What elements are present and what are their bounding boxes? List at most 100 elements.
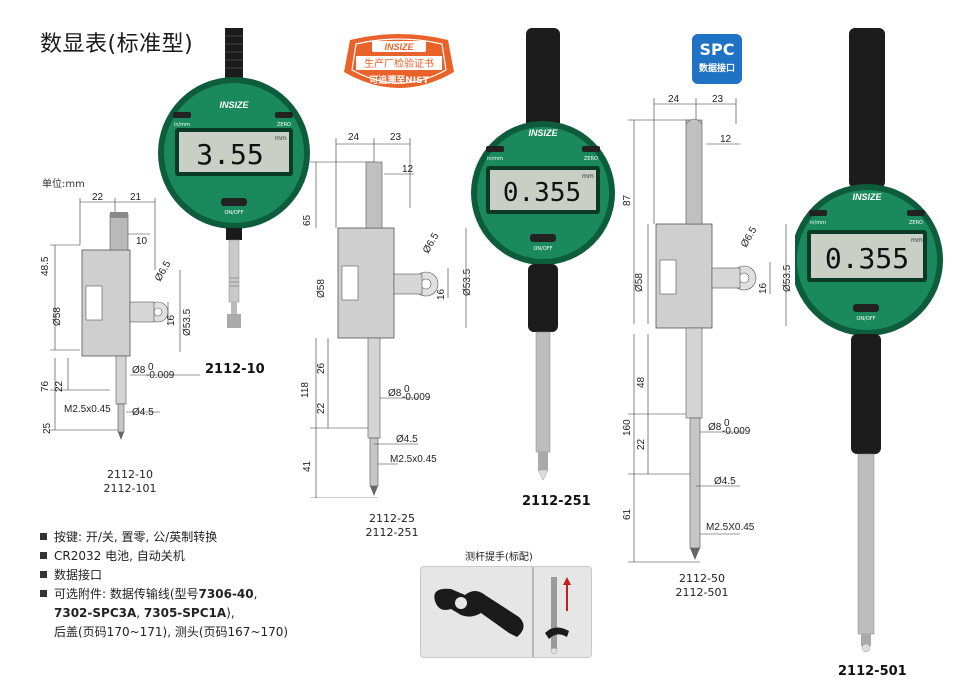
technical-drawing-2112-10: 22 21 10 48.5 Ø58 Ø6.5 16 Ø53.5 76 22 25…	[40, 192, 200, 440]
accessory-title: 测杆提手(标配)	[465, 552, 533, 563]
dim-22-v: 22	[54, 380, 65, 392]
model-2112-10: 2112-10	[107, 468, 153, 481]
gauge-btn-right: ZERO	[909, 220, 923, 226]
dim-16: 16	[436, 288, 447, 300]
dim-tol: -0.009	[722, 426, 751, 437]
gauge-btn-right: ZERO	[584, 156, 598, 162]
feature-item: CR2032 电池, 自动关机	[40, 547, 288, 566]
gauge-label-2112-251: 2112-251	[522, 494, 591, 509]
gauge-label-2112-10: 2112-10	[205, 362, 265, 377]
dim-65: 65	[302, 214, 313, 226]
gauge-unit: mm	[911, 237, 923, 244]
dim-phi4-5: Ø4.5	[132, 407, 154, 418]
feature-sep: ,	[253, 587, 258, 601]
page-title: 数显表(标准型)	[40, 32, 194, 57]
dim-thread: M2.5x0.45	[390, 454, 437, 465]
dim-phi6-5: Ø6.5	[421, 231, 442, 256]
dim-phi53-5: Ø53.5	[462, 268, 473, 296]
feature-text: 按键: 开/关, 置零, 公/英制转换	[54, 530, 218, 544]
spc-badge: SPC 数据接口	[692, 34, 742, 84]
gauge-reading: 3.55	[196, 138, 263, 171]
model-2112-25: 2112-25	[369, 512, 415, 525]
dim-26: 26	[316, 362, 327, 374]
dim-phi53-5: Ø53.5	[182, 308, 193, 336]
gauge-btn-right: ZERO	[277, 122, 291, 128]
model-2112-101: 2112-101	[103, 482, 157, 495]
dim-22-v: 22	[636, 438, 647, 450]
dim-22: 22	[92, 192, 104, 203]
model-code: 7305-SPC1A	[143, 606, 227, 620]
dim-12: 12	[402, 164, 414, 175]
dim-phi8: Ø8	[388, 388, 402, 399]
model-2112-251: 2112-251	[365, 526, 419, 539]
model-2112-501: 2112-501	[675, 586, 729, 599]
dim-tol: -0.009	[146, 370, 175, 381]
dim-23: 23	[390, 132, 402, 143]
feature-item: 可选附件: 数据传输线(型号7306-40, 7302-SPC3A, 7305-…	[40, 585, 288, 642]
dim-phi4-5: Ø4.5	[714, 476, 736, 487]
dim-thread: M2.5X0.45	[706, 522, 755, 533]
gauge-btn-onoff: ON/OFF	[856, 316, 875, 322]
nist-certificate-badge: INSIZE 生产厂检验证书 可追溯至NIST	[340, 32, 458, 98]
gauge-btn-onoff: ON/OFF	[224, 210, 243, 216]
dim-24: 24	[348, 132, 360, 143]
dim-76: 76	[40, 380, 51, 392]
technical-drawing-2112-251: 24 23 12 65 Ø58 Ø6.5 16 Ø53.5 118 26 22 …	[300, 132, 473, 498]
technical-drawing-2112-501: 24 23 12 87 Ø58 Ø6.5 16 Ø53.5 160 48 22 …	[622, 94, 793, 563]
dim-16: 16	[758, 282, 769, 294]
accessory-panel	[420, 566, 592, 658]
dim-thread: M2.5x0.45	[64, 404, 111, 415]
gauge-2112-251: INSIZE in/mm ZERO 0.355 mm ON/OFF	[471, 28, 615, 481]
dim-25: 25	[42, 422, 53, 434]
gauge-btn-left: in/mm	[810, 220, 826, 226]
dim-phi58: Ø58	[316, 279, 327, 298]
feature-text: 后盖(页码170~171), 测头(页码167~170)	[54, 625, 289, 639]
dim-tol: -0.009	[402, 392, 431, 403]
lifting-lever-image	[434, 567, 571, 657]
feature-sep: ,	[136, 606, 144, 620]
nist-brand: INSIZE	[384, 42, 414, 52]
dim-12: 12	[720, 134, 732, 145]
feature-text: 数据接口	[54, 568, 103, 582]
dim-160: 160	[622, 419, 633, 436]
gauge-unit: mm	[275, 135, 287, 142]
gauge-reading: 0.355	[503, 178, 581, 208]
gauge-btn-onoff: ON/OFF	[533, 246, 552, 252]
dim-16: 16	[166, 314, 177, 326]
feature-text: CR2032 电池, 自动关机	[54, 549, 185, 563]
gauge-unit: mm	[582, 173, 594, 180]
spc-line2: 数据接口	[698, 64, 735, 74]
feature-sep: ),	[226, 606, 235, 620]
gauge-2112-501: INSIZE in/mm ZERO 0.355 mm ON/OFF	[795, 28, 943, 653]
dim-41: 41	[302, 460, 313, 472]
gauge-brand: INSIZE	[852, 192, 882, 202]
model-code: 7306-40	[198, 587, 254, 601]
dim-phi53-5: Ø53.5	[782, 264, 793, 292]
dim-10: 10	[136, 236, 148, 247]
dim-phi4-5: Ø4.5	[396, 434, 418, 445]
gauge-btn-left: in/mm	[487, 156, 503, 162]
dim-phi6-5: Ø6.5	[739, 225, 760, 250]
model-label-d1: 2112-10 2112-101	[90, 468, 170, 496]
dim-phi8: Ø8	[708, 422, 722, 433]
gauge-2112-10: INSIZE in/mm ZERO 3.55 mm ON/OFF	[158, 28, 310, 328]
dim-24: 24	[668, 94, 680, 105]
dim-22-v: 22	[316, 402, 327, 414]
dim-118: 118	[300, 382, 311, 398]
dim-phi58: Ø58	[634, 273, 645, 292]
model-code: 7302-SPC3A	[54, 606, 137, 620]
feature-list: 按键: 开/关, 置零, 公/英制转换 CR2032 电池, 自动关机 数据接口…	[40, 528, 288, 642]
dim-48: 48	[636, 376, 647, 388]
unit-label: 单位:mm	[42, 179, 85, 190]
model-2112-50: 2112-50	[679, 572, 725, 585]
dim-61: 61	[622, 508, 633, 520]
gauge-brand: INSIZE	[219, 100, 249, 110]
dim-phi58: Ø58	[52, 307, 63, 326]
dim-23: 23	[712, 94, 724, 105]
feature-item: 数据接口	[40, 566, 288, 585]
dim-87: 87	[622, 194, 633, 206]
feature-item: 按键: 开/关, 置零, 公/英制转换	[40, 528, 288, 547]
gauge-brand: INSIZE	[528, 128, 558, 138]
model-label-d3: 2112-50 2112-501	[662, 572, 742, 600]
gauge-label-2112-501: 2112-501	[838, 664, 907, 679]
